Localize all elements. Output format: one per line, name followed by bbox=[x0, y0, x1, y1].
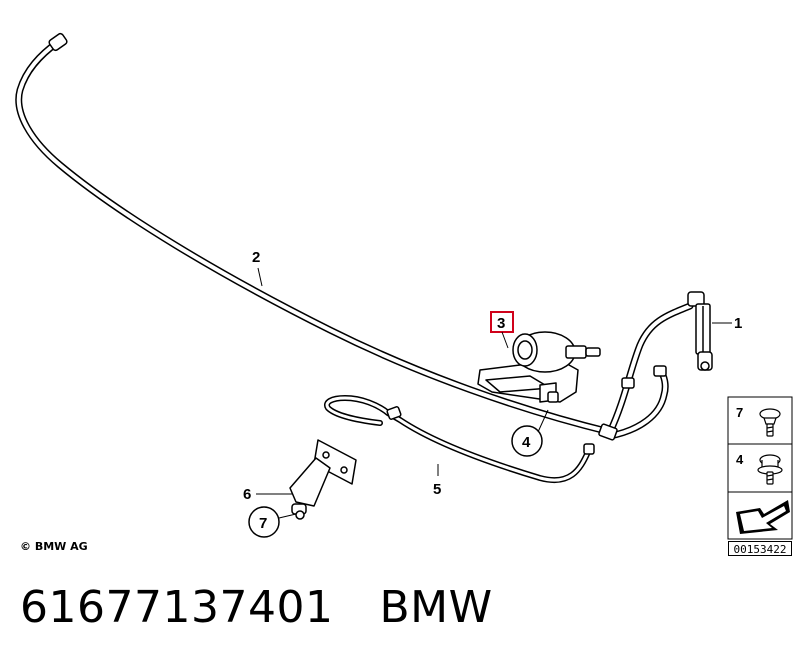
legend-panel bbox=[727, 396, 793, 540]
copyright-text: © BMW AG bbox=[20, 540, 88, 553]
legend-label-4: 4 bbox=[736, 452, 744, 467]
label-part-3: 3 bbox=[497, 315, 505, 332]
label-part-7-circle bbox=[248, 506, 280, 538]
nozzle-holder-part-6 bbox=[289, 439, 357, 520]
label-part-4: 4 bbox=[522, 434, 531, 451]
legend-label-7: 7 bbox=[736, 405, 743, 420]
label-part-7: 7 bbox=[259, 515, 267, 532]
hose-5 bbox=[324, 395, 595, 484]
label-part-1: 1 bbox=[734, 315, 742, 332]
leader-2 bbox=[257, 267, 263, 287]
reference-number: 00153422 bbox=[728, 541, 792, 556]
label-part-2: 2 bbox=[252, 249, 260, 266]
part-number: 61677137401 bbox=[20, 582, 334, 633]
direction-arrow-icon bbox=[736, 500, 790, 534]
label-part-5: 5 bbox=[433, 481, 441, 498]
hose-2 bbox=[15, 32, 614, 436]
leader-3 bbox=[501, 331, 509, 349]
part-number-line: 61677137401 BMW bbox=[20, 582, 539, 633]
screw-icon bbox=[759, 408, 781, 437]
label-part-6: 6 bbox=[243, 486, 251, 503]
brand-name: BMW bbox=[379, 582, 493, 633]
hose-right bbox=[598, 302, 694, 441]
nozzle-part-1 bbox=[687, 291, 713, 371]
label-part-4-circle bbox=[511, 425, 543, 457]
leader-4 bbox=[537, 409, 549, 433]
leader-7 bbox=[278, 513, 297, 519]
nut-icon bbox=[757, 454, 783, 485]
pump-part-3 bbox=[477, 331, 601, 403]
